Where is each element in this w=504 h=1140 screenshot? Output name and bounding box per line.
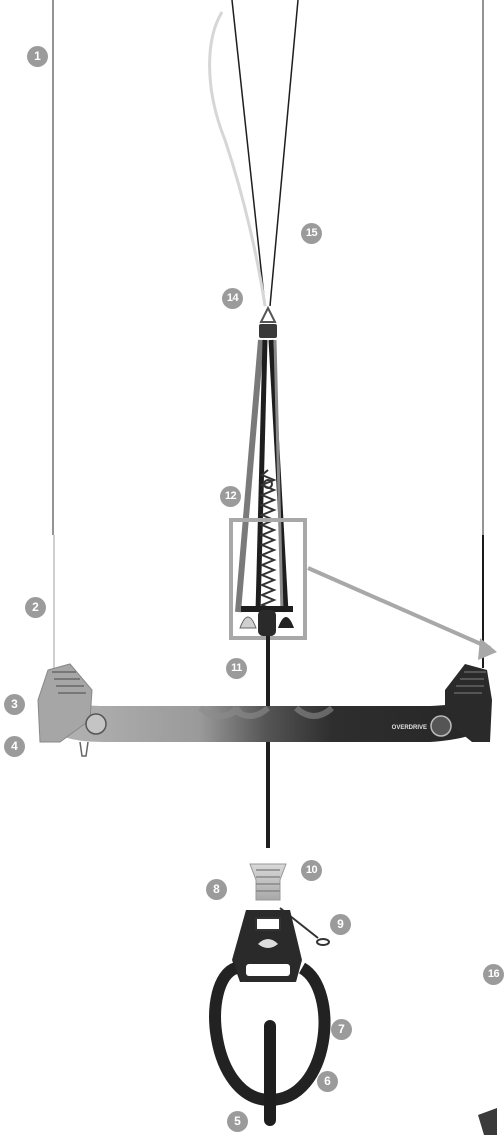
detail-photo-thumbnail bbox=[478, 1108, 497, 1135]
highlight-arrow-line bbox=[307, 566, 491, 650]
left-bar-logo-icon bbox=[85, 713, 107, 735]
safety-leash-arc bbox=[208, 11, 267, 307]
callout-8: 8 bbox=[206, 879, 227, 900]
depower-line-grey-2 bbox=[273, 339, 284, 613]
right-bar-end-ribs bbox=[454, 671, 486, 694]
highlight-arrow-head bbox=[478, 638, 497, 660]
callout-10: 10 bbox=[301, 860, 322, 881]
callout-16: 16 bbox=[483, 964, 504, 985]
connector-triangle bbox=[259, 305, 277, 323]
trim-handle-right bbox=[278, 617, 294, 628]
callout-12: 12 bbox=[220, 486, 241, 507]
trim-ring bbox=[263, 479, 273, 489]
right-bar-end-float bbox=[445, 664, 492, 742]
safety-release-tab bbox=[316, 938, 330, 946]
callout-3: 3 bbox=[4, 694, 25, 715]
doughnut-stopper bbox=[264, 1020, 276, 1126]
quick-release-grip bbox=[246, 964, 290, 976]
depower-line-grey bbox=[235, 339, 264, 613]
callout-7: 7 bbox=[331, 1019, 352, 1040]
bar-brand-label: OVERDRIVE bbox=[392, 725, 427, 731]
quick-release-logo-icon bbox=[258, 939, 278, 948]
trim-crossbar bbox=[241, 606, 293, 612]
trim-handle-center bbox=[258, 610, 276, 636]
trim-handle-left bbox=[239, 616, 257, 629]
callout-6: 6 bbox=[317, 1071, 338, 1092]
callout-5: 5 bbox=[227, 1111, 248, 1132]
control-bar bbox=[45, 690, 487, 742]
left-leash-clip bbox=[79, 741, 89, 757]
callout-11: 11 bbox=[226, 658, 247, 679]
connector-block bbox=[259, 324, 277, 338]
left-bar-end-float bbox=[37, 663, 93, 743]
trim-cleat-spring bbox=[259, 469, 277, 616]
callout-4: 4 bbox=[4, 736, 25, 757]
callout-14: 14 bbox=[222, 288, 243, 309]
quick-release-window bbox=[255, 917, 281, 931]
callout-1: 1 bbox=[27, 46, 48, 67]
bar-grip-detail bbox=[198, 705, 334, 719]
float-ribs bbox=[256, 869, 280, 892]
callout-9: 9 bbox=[330, 914, 351, 935]
right-bar-logo-icon bbox=[430, 715, 452, 737]
callout-15: 15 bbox=[301, 223, 322, 244]
left-bar-end-ribs bbox=[52, 671, 86, 694]
depower-line-dark bbox=[255, 339, 268, 613]
front-line-right bbox=[269, 0, 299, 307]
callout-2: 2 bbox=[25, 597, 46, 618]
front-line-left bbox=[231, 0, 266, 307]
